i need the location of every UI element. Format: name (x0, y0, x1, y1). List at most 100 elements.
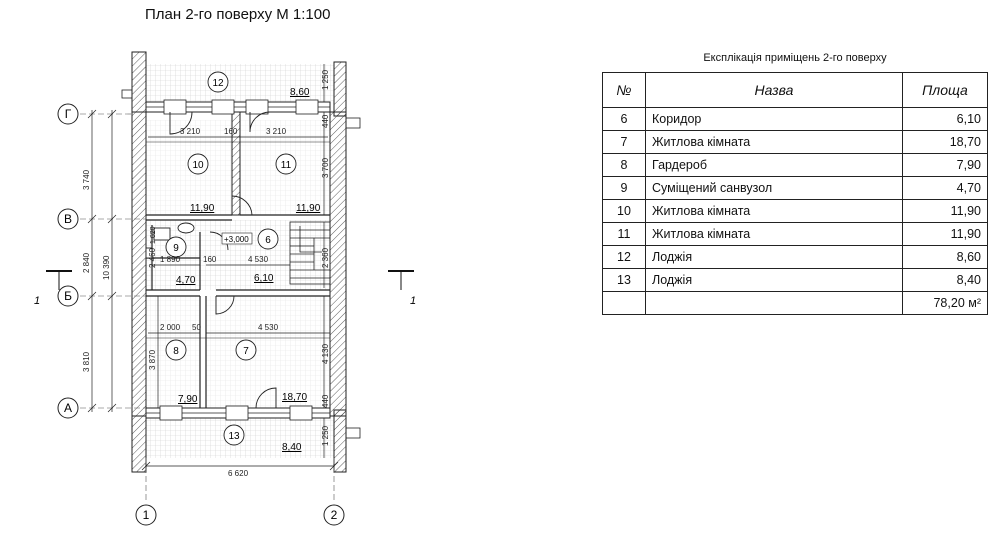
dim-10390: 10 390 (102, 255, 111, 280)
header-name: Назва (645, 72, 903, 108)
room-number: 13 (228, 431, 240, 442)
cell-no: 10 (602, 199, 646, 223)
table-row: 6 Коридор 6,10 (602, 107, 988, 131)
room-area: 4,70 (176, 275, 196, 286)
dim-1250: 1 250 (321, 69, 330, 90)
cell-area: 8,40 (902, 268, 988, 292)
cell-name: Житлова кімната (645, 199, 903, 223)
dim-440: 440 (321, 394, 330, 408)
cell-area: 6,10 (902, 107, 988, 131)
axis-label-2: 2 (331, 508, 338, 522)
cell-name: Коридор (645, 107, 903, 131)
dim-2840: 2 840 (82, 252, 91, 273)
bathroom-fixtures (145, 222, 195, 259)
rooms-schedule-table: № Назва Площа 6 Коридор 6,10 7 Житлова к… (602, 72, 988, 315)
table-row: 10 Житлова кімната 11,90 (602, 199, 988, 223)
dimension-lines (87, 64, 339, 471)
room-numbers: 12 10 11 9 6 8 7 13 (173, 78, 291, 442)
table-row: 12 Лоджія 8,60 (602, 245, 988, 269)
table-row: 8 Гардероб 7,90 (602, 153, 988, 177)
floor-plan-drawing: 1 1 Г В Б А 1 2 12 10 11 9 6 8 7 13 (34, 51, 416, 526)
cell-empty (645, 291, 903, 315)
room-number: 8 (173, 346, 179, 357)
cell-empty (602, 291, 646, 315)
axis-label-b: Б (64, 289, 72, 303)
table-row: 9 Суміщений санвузол 4,70 (602, 176, 988, 200)
axis-label-a: А (64, 401, 72, 415)
room-number: 11 (281, 160, 292, 171)
cell-area: 8,60 (902, 245, 988, 269)
cell-area: 4,70 (902, 176, 988, 200)
cell-area: 7,90 (902, 153, 988, 177)
dim-160: 160 (203, 255, 217, 264)
dimension-texts: 3 740 2 840 3 810 10 390 3 210 160 3 210… (82, 69, 330, 478)
section-arrows (58, 271, 402, 290)
dim-1620: 1 620 (150, 226, 157, 244)
dim-1890: 1 890 (160, 255, 181, 264)
room-areas: 8,60 11,90 11,90 4,70 6,10 7,90 18,70 8,… (176, 87, 321, 453)
table-row: 13 Лоджія 8,40 (602, 268, 988, 292)
dim-4530: 4 530 (248, 255, 269, 264)
cell-no: 12 (602, 245, 646, 269)
room-area: 6,10 (254, 273, 274, 284)
room-bubbles (165, 71, 297, 446)
room-area: 8,60 (290, 87, 310, 98)
room-number: 10 (192, 160, 204, 171)
section-mark-right: 1 (410, 295, 416, 307)
room-number: 7 (243, 346, 249, 357)
cell-area: 18,70 (902, 130, 988, 154)
axis-label-g: Г (65, 107, 72, 121)
cell-name: Житлова кімната (645, 130, 903, 154)
cell-name: Гардероб (645, 153, 903, 177)
dim-2460: 2 460 (148, 247, 157, 268)
plan-title: План 2-го поверху М 1:100 (145, 6, 331, 23)
cell-name: Житлова кімната (645, 222, 903, 246)
dim-3700: 3 700 (321, 157, 330, 178)
cell-no: 9 (602, 176, 646, 200)
table-row: 11 Житлова кімната 11,90 (602, 222, 988, 246)
cell-no: 8 (602, 153, 646, 177)
doors (169, 111, 277, 409)
dim-1250: 1 250 (321, 425, 330, 446)
dim-3210: 3 210 (266, 127, 287, 136)
cell-area: 11,90 (902, 199, 988, 223)
cell-name: Лоджія (645, 245, 903, 269)
cell-name: Суміщений санвузол (645, 176, 903, 200)
cell-total-area: 78,20 м² (902, 291, 988, 315)
dim-4130: 4 130 (321, 343, 330, 364)
axis-label-v: В (64, 212, 72, 226)
axis-bubbles (57, 103, 345, 526)
table-total-row: 78,20 м² (602, 291, 988, 315)
axis-lines (80, 113, 335, 500)
dim-3870: 3 870 (148, 349, 157, 370)
level-mark: +3,000 (224, 235, 249, 244)
room-number: 9 (173, 243, 179, 254)
room-number: 6 (265, 235, 271, 246)
room-area: 18,70 (282, 392, 307, 403)
dim-440: 440 (321, 114, 330, 128)
table-title: Експлікація приміщень 2-го поверху (703, 52, 887, 64)
partitions (146, 141, 330, 408)
cell-no: 7 (602, 130, 646, 154)
cell-area: 11,90 (902, 222, 988, 246)
staircase (289, 221, 331, 285)
dim-3740: 3 740 (82, 169, 91, 190)
room-number: 12 (212, 78, 224, 89)
cell-no: 11 (602, 222, 646, 246)
room-area: 8,40 (282, 442, 302, 453)
table-header-row: № Назва Площа (602, 72, 988, 108)
cell-no: 6 (602, 107, 646, 131)
cell-no: 13 (602, 268, 646, 292)
table-row: 7 Житлова кімната 18,70 (602, 130, 988, 154)
header-area: Площа (902, 72, 988, 108)
header-no: № (602, 72, 646, 108)
dim-3210: 3 210 (180, 127, 201, 136)
dim-2360: 2 360 (321, 247, 330, 268)
dim-6620: 6 620 (228, 469, 249, 478)
room-area: 7,90 (178, 394, 198, 405)
section-mark-left: 1 (34, 295, 40, 307)
window-marks (121, 89, 361, 439)
dim-50: 50 (192, 323, 201, 332)
cell-name: Лоджія (645, 268, 903, 292)
dim-2000: 2 000 (160, 323, 181, 332)
